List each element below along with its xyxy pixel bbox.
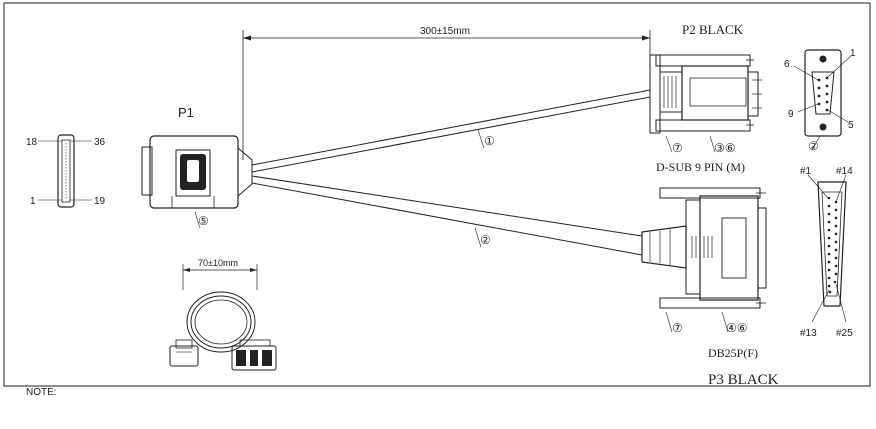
cable-length-text: 300±15mm <box>420 26 470 37</box>
cable-1: ① <box>251 89 651 173</box>
coil-length-text: 70±10mm <box>198 258 238 268</box>
p3-connector: ⑦ ④⑥ DB25P(F) P3 BLACK <box>641 187 779 388</box>
p1-pinout-face: 18 36 1 19 <box>26 134 106 208</box>
callout-2: ② <box>480 233 491 247</box>
p2-pin-5: 5 <box>848 120 854 131</box>
p3-face-view: #1 #14 #13 #25 <box>800 166 853 339</box>
p1-pin-19: 19 <box>94 196 106 207</box>
callout-1: ① <box>484 134 495 148</box>
notes-label: NOTE: <box>26 387 57 398</box>
p3-callout-4-6: ④⑥ <box>726 321 748 335</box>
p3-pin-25: #25 <box>836 328 853 339</box>
p2-title: P2 BLACK <box>682 22 744 37</box>
p2-pin-6: 6 <box>784 59 790 70</box>
p3-type: DB25P(F) <box>708 346 758 360</box>
p1-pin-1: 1 <box>30 196 36 207</box>
p1-pin-18: 18 <box>26 137 38 148</box>
p2-connector: P2 BLACK ⑦ ③⑥ D-SUB 9 PIN (M) <box>649 22 762 174</box>
p3-pin-14: #14 <box>836 166 853 177</box>
p2-type: D-SUB 9 PIN (M) <box>656 160 745 174</box>
p3-callout-7: ⑦ <box>672 321 683 335</box>
p3-pin-1: #1 <box>800 166 812 177</box>
p1-label: P1 <box>178 105 194 120</box>
p3-title: P3 BLACK <box>708 372 779 388</box>
p2-callout-3-6: ③⑥ <box>714 141 736 155</box>
cable-2: ② <box>251 175 643 256</box>
p2-pin-9: 9 <box>788 109 794 120</box>
p2-callout-7: ⑦ <box>672 141 683 155</box>
p2-face-view: 6 1 9 5 ② <box>784 48 856 153</box>
coil-view: 70±10mm <box>169 258 277 371</box>
p2-face-callout-2: ② <box>808 139 819 153</box>
p2-pin-1: 1 <box>850 48 856 59</box>
p1-pin-36: 36 <box>94 137 106 148</box>
p1-connector: P1 ⑤ <box>141 105 253 229</box>
drawing-border <box>3 2 871 387</box>
callout-5: ⑤ <box>198 214 209 228</box>
cable-length-dimension: 300±15mm <box>242 26 651 160</box>
p3-pin-13: #13 <box>800 328 817 339</box>
